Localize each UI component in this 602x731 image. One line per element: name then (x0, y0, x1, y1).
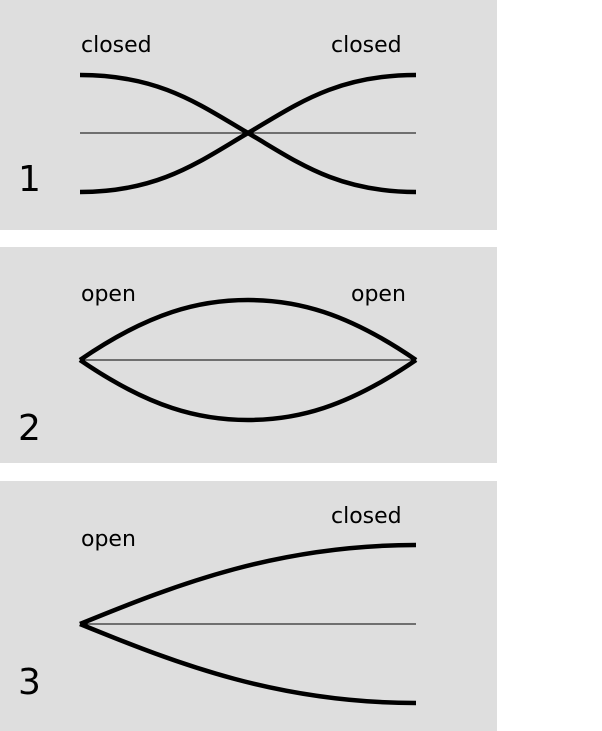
right-end-label: closed (331, 504, 402, 529)
right-end-label: closed (331, 33, 402, 58)
left-end-label: open (81, 527, 136, 552)
panel-1: closed closed 1 (0, 0, 497, 230)
upper-curve (79, 542, 417, 627)
lower-curve (78, 358, 418, 423)
left-end-label: closed (81, 33, 152, 58)
lower-curve (79, 621, 417, 706)
panel-2: open open 2 (0, 247, 497, 463)
panel-2-diagram (78, 297, 418, 423)
upper-curve (78, 297, 418, 362)
panel-3: open closed 3 (0, 481, 497, 731)
panel-number: 2 (18, 408, 41, 449)
right-end-label: open (351, 282, 406, 307)
panel-number: 3 (18, 662, 41, 703)
lower-curve (79, 72, 417, 195)
panel-1-diagram (79, 72, 417, 195)
panel-3-diagram (79, 542, 417, 706)
panel-number: 1 (18, 159, 41, 200)
left-end-label: open (81, 282, 136, 307)
